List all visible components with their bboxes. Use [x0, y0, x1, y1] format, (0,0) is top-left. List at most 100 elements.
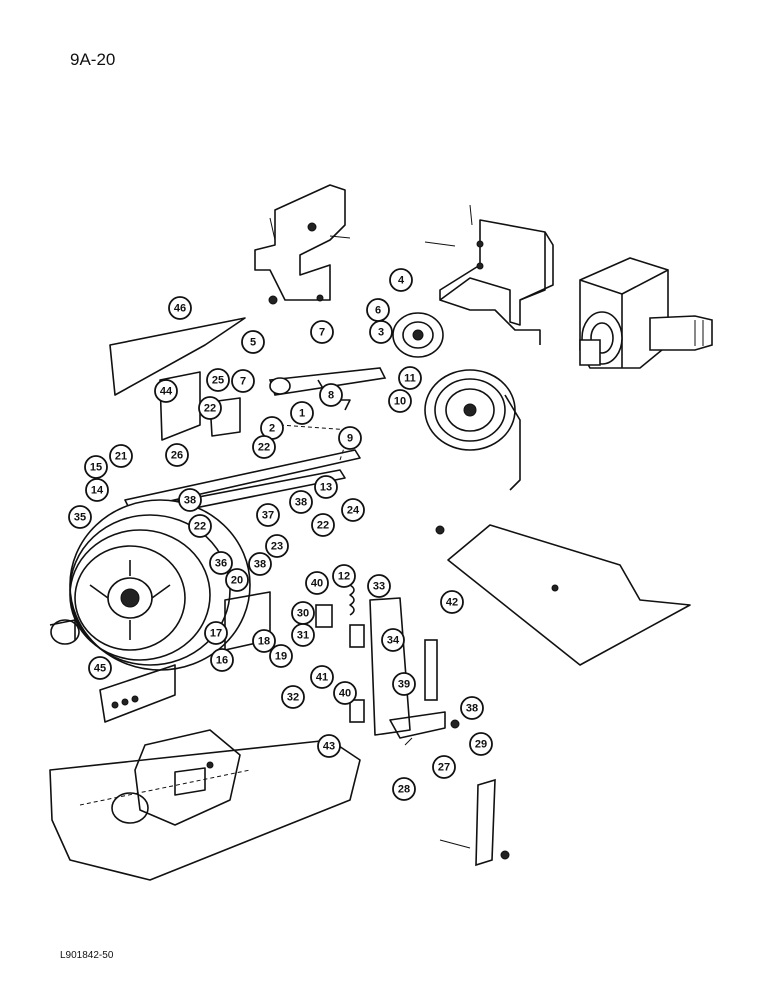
callout-label: 14 — [91, 485, 104, 497]
callout-label: 17 — [210, 628, 222, 640]
callout-label: 4 — [398, 275, 405, 287]
callout-label: 34 — [387, 635, 400, 647]
callout-label: 6 — [375, 305, 381, 317]
callout-label: 8 — [328, 390, 334, 402]
idler-arm — [119, 367, 387, 523]
callout-label: 1 — [299, 408, 305, 420]
callout-label: 7 — [319, 327, 325, 339]
callout-label: 10 — [394, 396, 406, 408]
callout-label: 23 — [271, 541, 283, 553]
callout-label: 22 — [204, 403, 216, 415]
callout-label: 15 — [90, 462, 102, 474]
callout-22: 22 — [252, 435, 276, 459]
callout-38: 38 — [460, 696, 484, 720]
callout-label: 22 — [194, 521, 206, 533]
page-id: 9A-20 — [70, 50, 116, 69]
callout-35: 35 — [68, 505, 92, 529]
callout-label: 33 — [373, 581, 385, 593]
callout-16: 16 — [210, 648, 234, 672]
main-drive-pulley — [49, 499, 251, 671]
callout-34: 34 — [381, 628, 405, 652]
callout-18: 18 — [252, 629, 276, 653]
callout-label: 45 — [94, 663, 106, 675]
callout-label: 3 — [378, 327, 384, 339]
deck-panel-right — [435, 524, 691, 666]
lower-bracket — [389, 711, 460, 746]
callout-22: 22 — [311, 513, 335, 537]
callout-11: 11 — [398, 366, 422, 390]
callout-label: 21 — [115, 451, 127, 463]
callout-label: 7 — [240, 376, 246, 388]
callout-label: 27 — [438, 762, 450, 774]
callout-label: 38 — [184, 495, 196, 507]
callout-41: 41 — [310, 665, 334, 689]
callout-27: 27 — [432, 755, 456, 779]
callout-label: 22 — [258, 442, 270, 454]
callout-40: 40 — [305, 571, 329, 595]
gearbox — [579, 257, 713, 369]
callout-label: 31 — [297, 630, 309, 642]
callout-12: 12 — [332, 564, 356, 588]
callout-label: 29 — [475, 739, 487, 751]
callout-label: 25 — [212, 375, 224, 387]
upper-mounting-bracket — [254, 184, 351, 305]
callout-label: 36 — [215, 558, 227, 570]
callout-33: 33 — [367, 574, 391, 598]
callout-24: 24 — [341, 498, 365, 522]
callout-label: 22 — [317, 520, 329, 532]
idler-pulley — [392, 312, 444, 358]
callout-13: 13 — [314, 475, 338, 499]
callout-15: 15 — [84, 455, 108, 479]
callout-28: 28 — [392, 777, 416, 801]
callout-label: 38 — [254, 559, 266, 571]
callout-label: 46 — [174, 303, 186, 315]
callout-45: 45 — [88, 656, 112, 680]
callout-30: 30 — [291, 601, 315, 625]
spring-assembly — [315, 574, 438, 736]
callout-label: 19 — [275, 651, 287, 663]
callout-1: 1 — [290, 401, 314, 425]
support-tube — [439, 778, 510, 867]
callout-38: 38 — [289, 490, 313, 514]
callout-6: 6 — [366, 298, 390, 322]
callout-8: 8 — [319, 383, 343, 407]
callout-label: 2 — [269, 423, 275, 435]
callout-label: 5 — [250, 337, 256, 349]
callout-label: 37 — [262, 510, 274, 522]
callout-label: 12 — [338, 571, 350, 583]
callout-19: 19 — [269, 644, 293, 668]
callout-38: 38 — [248, 552, 272, 576]
callout-7: 7 — [310, 320, 334, 344]
callout-22: 22 — [198, 396, 222, 420]
callout-label: 24 — [347, 505, 360, 517]
callout-37: 37 — [256, 503, 280, 527]
drawing-code: L901842-50 — [60, 950, 114, 961]
callout-label: 9 — [347, 433, 353, 445]
callout-29: 29 — [469, 732, 493, 756]
callout-label: 28 — [398, 784, 410, 796]
callout-38: 38 — [178, 488, 202, 512]
mower-deck — [49, 729, 361, 881]
callout-label: 43 — [323, 741, 335, 753]
callout-5: 5 — [241, 330, 265, 354]
callout-36: 36 — [209, 551, 233, 575]
callout-label: 16 — [216, 655, 228, 667]
callout-26: 26 — [165, 443, 189, 467]
callout-20: 20 — [225, 568, 249, 592]
callout-label: 32 — [287, 692, 299, 704]
callout-label: 41 — [316, 672, 328, 684]
shield-and-bracket — [109, 317, 246, 441]
callout-label: 35 — [74, 512, 86, 524]
callout-label: 20 — [231, 575, 243, 587]
callout-17: 17 — [204, 621, 228, 645]
callout-46: 46 — [168, 296, 192, 320]
callout-43: 43 — [317, 734, 341, 758]
callout-40: 40 — [333, 681, 357, 705]
callout-label: 40 — [339, 688, 351, 700]
callout-3: 3 — [369, 320, 393, 344]
callout-4: 4 — [389, 268, 413, 292]
callout-25: 25 — [206, 368, 230, 392]
callout-14: 14 — [85, 478, 109, 502]
callout-label: 40 — [311, 578, 323, 590]
